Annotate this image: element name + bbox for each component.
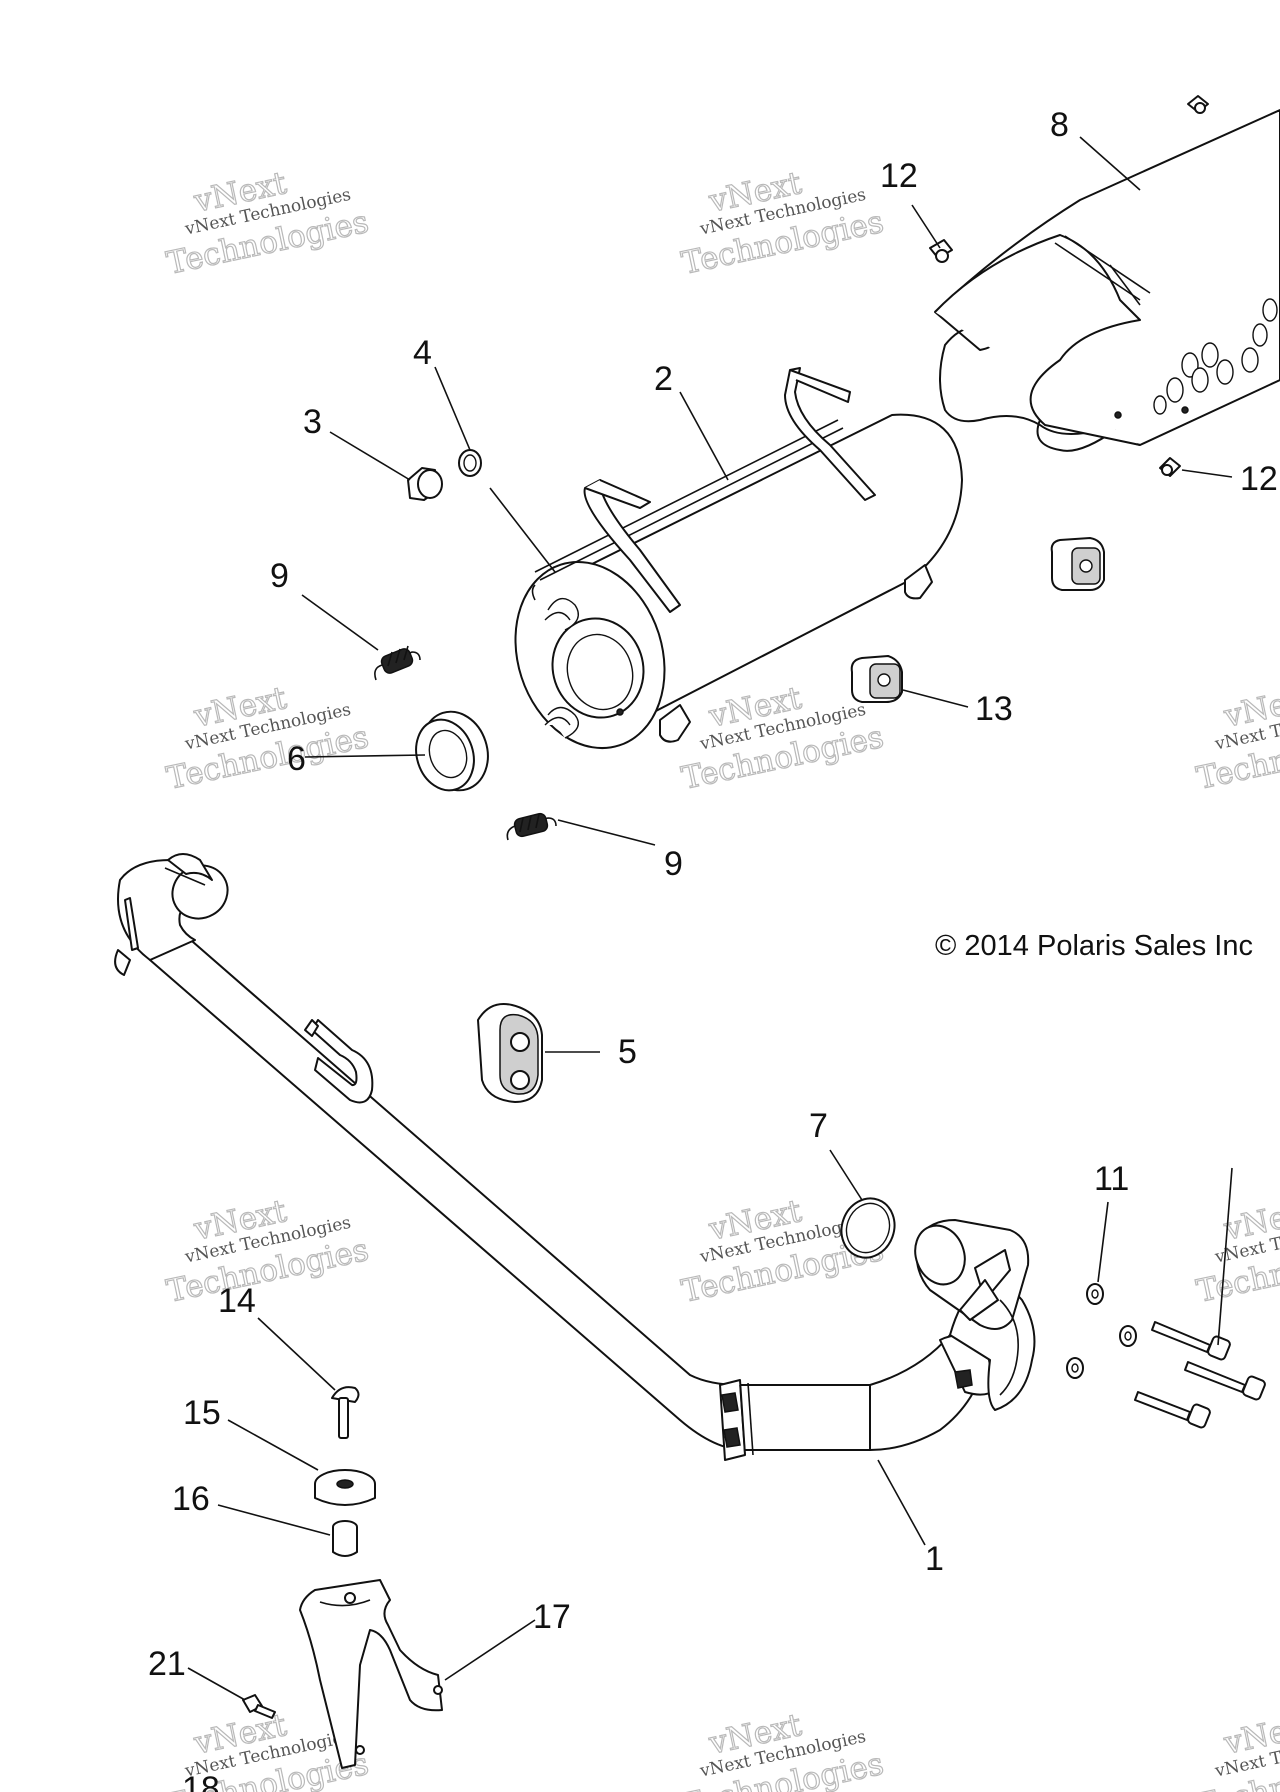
bolt-14-part — [331, 1386, 360, 1439]
watermark: vNext vNext Technologies Technologies — [1193, 1706, 1280, 1792]
callout-15: 15 — [183, 1394, 221, 1432]
isolator-5-part — [477, 1003, 543, 1103]
washers-11-part — [1066, 1283, 1137, 1379]
bolt-12-upper-part — [929, 239, 953, 263]
callout-9-upper: 9 — [270, 557, 289, 595]
watermark: vNext vNext Technologies Technologies — [678, 164, 887, 282]
callout-3: 3 — [303, 403, 322, 441]
callout-21: 21 — [148, 1645, 186, 1683]
gasket-7-part — [840, 1197, 896, 1259]
watermark: vNext vNext Technologies Technologies — [163, 1192, 372, 1310]
bolt-top-right-part — [1187, 95, 1209, 114]
isolator-13-upper-part — [1050, 537, 1105, 591]
watermark: vNext vNext Technologies Technologies — [1193, 679, 1280, 797]
bolt-12-lower-part — [1159, 457, 1181, 477]
callout-14: 14 — [218, 1282, 256, 1320]
callout-17: 17 — [533, 1598, 571, 1636]
grommet-15-part — [314, 1469, 376, 1506]
callout-labels: 1 2 3 4 5 6 7 8 9 9 11 12 12 13 14 15 16… — [148, 106, 1278, 1792]
callout-2: 2 — [654, 360, 673, 398]
callout-12-lower: 12 — [1240, 460, 1278, 498]
bushing-16-part — [332, 1520, 358, 1557]
callout-5: 5 — [618, 1033, 637, 1071]
callout-16: 16 — [172, 1480, 210, 1518]
heat-shield-part — [934, 109, 1280, 452]
callout-12-upper: 12 — [880, 157, 918, 195]
callout-7: 7 — [809, 1107, 828, 1145]
bolts-right-part — [1134, 1321, 1266, 1429]
gasket-6-part — [415, 710, 489, 792]
spring-9-lower-part — [506, 812, 557, 841]
bolt-21-part — [242, 1694, 276, 1719]
muffler-part — [514, 367, 963, 750]
spring-9-upper-part — [374, 645, 421, 681]
copyright-notice: © 2014 Polaris Sales Inc — [935, 930, 1253, 962]
washer-4-part — [458, 449, 482, 477]
watermark: vNext vNext Technologies Technologies — [163, 679, 372, 797]
watermark: vNext vNext Technologies Technologies — [163, 164, 372, 282]
plug-3-part — [407, 467, 443, 501]
callout-8: 8 — [1050, 106, 1069, 144]
callout-9-lower: 9 — [664, 845, 683, 883]
callout-11: 11 — [1094, 1160, 1129, 1198]
callout-6: 6 — [287, 740, 306, 778]
callout-4: 4 — [413, 334, 432, 372]
watermark: vNext vNext Technologies Technologies — [1193, 1192, 1280, 1310]
exhaust-pipe-part — [114, 853, 1036, 1461]
bracket-17-part — [299, 1579, 443, 1769]
callout-18: 18 — [182, 1770, 220, 1792]
watermark: vNext vNext Technologies Technologies — [678, 1706, 887, 1792]
isolator-13-lower-part — [850, 655, 903, 703]
leader-lines — [187, 136, 1233, 1701]
callout-1: 1 — [925, 1540, 944, 1578]
callout-13: 13 — [975, 690, 1013, 728]
